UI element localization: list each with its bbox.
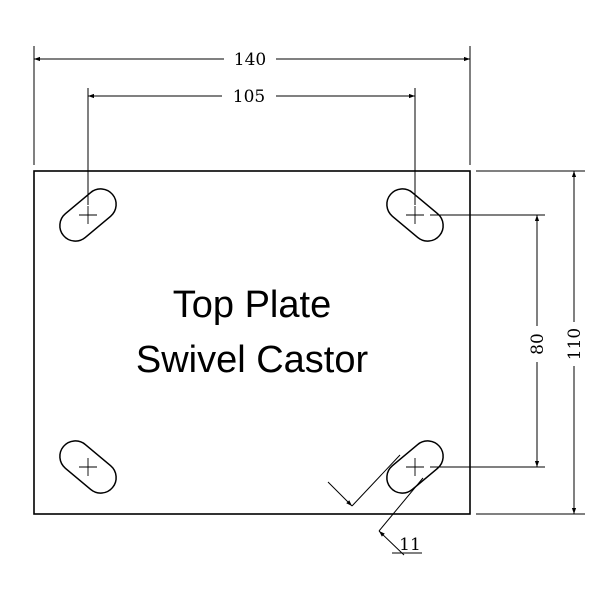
dimension-hole-spacing-horizontal: 105 (87, 87, 416, 205)
plate-title-line-1: Top Plate (173, 284, 331, 326)
dimension-hole-spacing-vertical: 80 (430, 214, 548, 468)
dimension-plate-width: 140 (33, 46, 471, 165)
dimension-label-105: 105 (233, 87, 265, 107)
dimension-label-80: 80 (528, 333, 548, 355)
mounting-slot-top-left (59, 188, 117, 242)
dimension-label-140: 140 (234, 50, 266, 70)
dimension-slot-width: 11 (327, 454, 424, 556)
mounting-slot-top-right (386, 188, 444, 242)
mounting-slot-bottom-right (386, 440, 444, 494)
dimension-plate-height: 110 (476, 170, 585, 515)
mounting-slot-bottom-left (59, 440, 117, 494)
plate-title-line-2: Swivel Castor (136, 339, 369, 381)
plate-outline (33, 170, 471, 515)
dimension-label-110: 110 (565, 328, 585, 360)
dimension-label-11: 11 (399, 535, 421, 555)
